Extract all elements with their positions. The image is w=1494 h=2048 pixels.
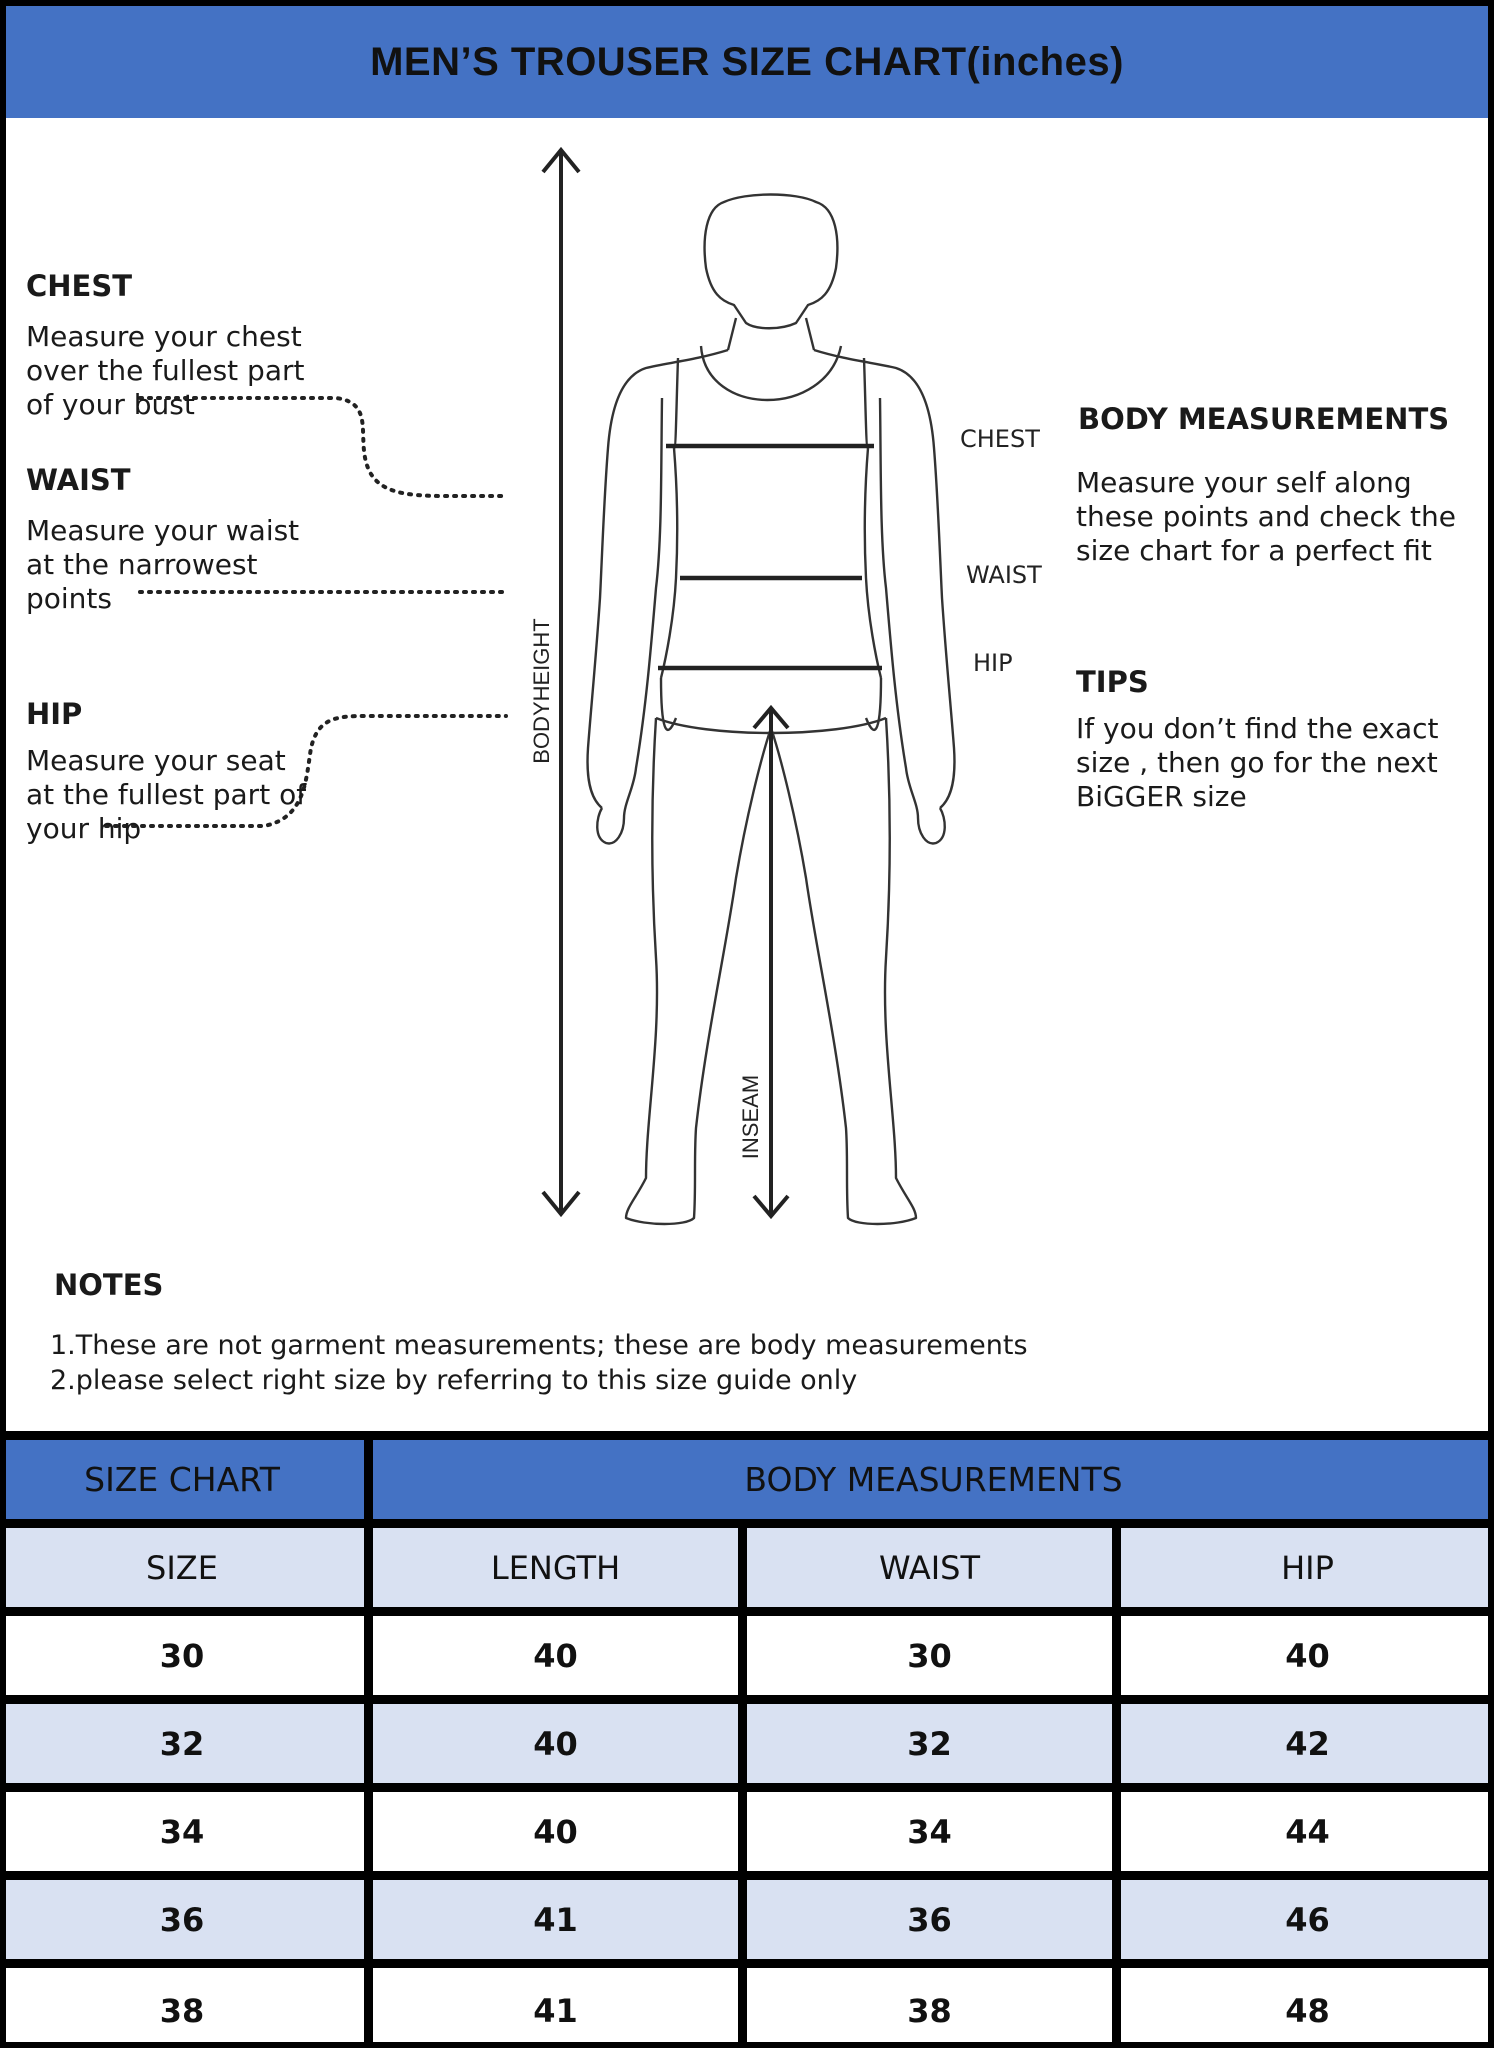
table-cell-hip: 46 <box>1121 1880 1488 1959</box>
figure-label-inseam: INSEAM <box>738 1074 763 1160</box>
note-item: 2.please select right size by referring … <box>50 1365 858 1396</box>
hip-description: Measure your seat at the fullest part of… <box>26 744 307 845</box>
page-header: MEN’S TROUSER SIZE CHART(inches) <box>6 6 1488 118</box>
figure-label-hip: HIP <box>973 649 1013 677</box>
table-cell-size: 34 <box>6 1792 364 1871</box>
tips-description: If you don’t find the exact size , then … <box>1076 712 1439 813</box>
table-cell-length: 40 <box>373 1704 738 1783</box>
table-cell-hip: 48 <box>1121 1968 1488 2042</box>
body-measurements-heading: BODY MEASUREMENTS <box>1078 402 1450 436</box>
page-title: MEN’S TROUSER SIZE CHART(inches) <box>370 39 1124 84</box>
waist-heading: WAIST <box>26 463 131 497</box>
inseam-arrow <box>752 704 790 1220</box>
table-cell-hip: 40 <box>1121 1616 1488 1695</box>
table-cell-waist: 34 <box>747 1792 1112 1871</box>
figure-label-waist: WAIST <box>966 561 1042 589</box>
chest-heading: CHEST <box>26 269 133 303</box>
column-header-size: SIZE <box>6 1528 364 1607</box>
table-cell-size: 36 <box>6 1880 364 1959</box>
body-measurement-figure <box>104 146 956 1226</box>
figure-label-bodyheight: BODYHEIGHT <box>529 618 554 764</box>
table-title-size-chart: SIZE CHART <box>6 1440 364 1519</box>
chest-leader-line <box>138 396 508 498</box>
notes-list: 1.These are not garment measurements; th… <box>50 1328 1028 1398</box>
table-title-body-measurements: BODY MEASUREMENTS <box>373 1440 1488 1519</box>
table-cell-length: 40 <box>373 1792 738 1871</box>
table-cell-waist: 36 <box>747 1880 1112 1959</box>
column-header-waist: WAIST <box>747 1528 1112 1607</box>
table-cell-length: 40 <box>373 1616 738 1695</box>
hip-heading: HIP <box>26 697 83 731</box>
table-cell-size: 30 <box>6 1616 364 1695</box>
table-cell-length: 41 <box>373 1968 738 2042</box>
table-cell-waist: 38 <box>747 1968 1112 2042</box>
notes-heading: NOTES <box>54 1268 164 1302</box>
table-cell-waist: 30 <box>747 1616 1112 1695</box>
figure-label-chest: CHEST <box>960 425 1040 453</box>
note-item: 1.These are not garment measurements; th… <box>50 1330 1028 1361</box>
size-chart-page: MEN’S TROUSER SIZE CHART(inches) <box>6 6 1488 2042</box>
waist-description: Measure your waist at the narrowest poin… <box>26 514 300 615</box>
body-measurements-description: Measure your self along these points and… <box>1076 466 1456 567</box>
column-header-length: LENGTH <box>373 1528 738 1607</box>
tips-heading: TIPS <box>1076 665 1149 699</box>
table-cell-hip: 44 <box>1121 1792 1488 1871</box>
table-cell-size: 38 <box>6 1968 364 2042</box>
measurement-bands <box>658 443 882 671</box>
table-cell-waist: 32 <box>747 1704 1112 1783</box>
table-cell-hip: 42 <box>1121 1704 1488 1783</box>
body-height-arrow <box>541 146 581 1218</box>
column-header-hip: HIP <box>1121 1528 1488 1607</box>
table-cell-length: 41 <box>373 1880 738 1959</box>
size-chart-table: SIZE CHART BODY MEASUREMENTS SIZE LENGTH… <box>6 1431 1488 2042</box>
chest-description: Measure your chest over the fullest part… <box>26 320 305 421</box>
table-cell-size: 32 <box>6 1704 364 1783</box>
hip-leader-line <box>104 714 508 828</box>
